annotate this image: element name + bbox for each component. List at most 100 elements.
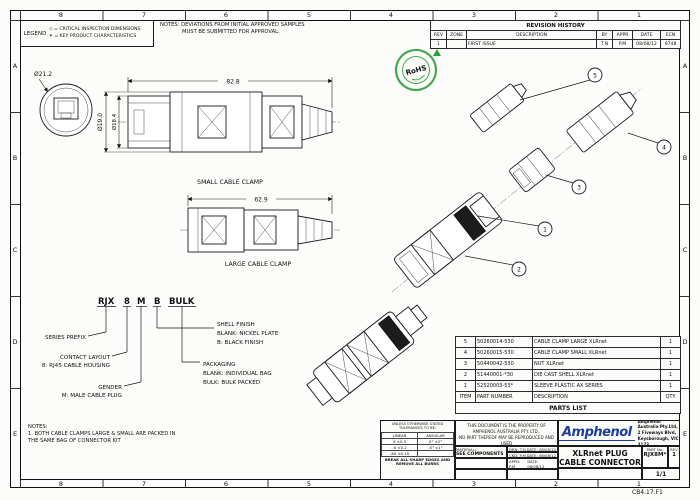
dim-large-length: 62.9 <box>254 197 268 204</box>
notes-line2: THE SAME BAG OF CONNECTOR KIT <box>28 437 121 444</box>
parts-list-title: PARTS LIST <box>455 402 681 414</box>
finish-cell: FINISH: SEE COMPONENTS <box>455 458 507 469</box>
zone-ticks-right <box>680 20 690 480</box>
contact-layout-label: CONTACT LAYOUT <box>60 355 111 361</box>
svg-text:4: 4 <box>662 145 666 152</box>
part-code-seg5: BULK <box>169 297 195 307</box>
critical-dim-symbol: ◇ <box>49 26 53 32</box>
zone-label: 2 <box>553 11 559 19</box>
dim-dia-inner: Ø18.4 <box>111 113 118 130</box>
packaging-label: PACKAGING <box>203 362 235 368</box>
key-char-text: = KEY PRODUCT CHARACTERISTICS <box>54 33 137 39</box>
zone-label: 1 <box>636 11 642 19</box>
company-block: Amphenol Amphenol Australia Pty.Ltd, 2 F… <box>558 420 680 446</box>
contact-layout-desc: 8: RJ45 CABLE HOUSING <box>42 363 110 369</box>
part-code-seg3: M <box>137 297 145 307</box>
zone-label: 7 <box>141 11 147 19</box>
balloon-1: 1 <box>477 215 553 237</box>
zone-ticks-top <box>20 10 680 20</box>
zone-label: 1 <box>636 480 642 488</box>
large-clamp-view: 62.9 LARGE CABLE CLAMP <box>180 195 340 268</box>
property-notice: THIS DOCUMENT IS THE PROPERTY OF AMPHENO… <box>455 420 558 446</box>
zone-label: E <box>682 430 688 438</box>
small-clamp-label: SMALL CABLE CLAMP <box>197 179 263 186</box>
zone-label: 3 <box>471 11 477 19</box>
legend-title: LEGEND <box>23 30 47 37</box>
part-code-seg2: 8 <box>124 297 130 307</box>
balloon-2: 2 <box>464 255 527 277</box>
svg-text:2: 2 <box>517 267 521 274</box>
drawing-title-line2: CABLE CONNECTOR <box>559 458 641 467</box>
svg-text:1: 1 <box>543 227 547 234</box>
sheet-cell: 1/1 <box>642 468 680 480</box>
assembled-view <box>306 304 428 406</box>
part-code-diagram: RJX 8 M B BULK SERIES PREFIX CONTACT LAY… <box>42 297 279 399</box>
gender-label: GENDER <box>98 385 122 391</box>
scale-cell: SCALE: 1:1 <box>455 469 507 480</box>
tolerance-footer: BREAK ALL SHARP EDGES AND REMOVE ALL BUR… <box>384 456 451 467</box>
small-clamp-view: 82.8 Ø19.0 Ø18.4 SMALL CABLE CLAMP <box>97 77 340 186</box>
cable-clamp-part-b <box>566 91 637 153</box>
zone-label: 4 <box>388 480 394 488</box>
zone-label: 4 <box>388 11 394 19</box>
packaging-desc2: BULK: BULK PACKED <box>203 380 260 386</box>
zone-label: A <box>682 62 688 70</box>
exploded-view: 5 4 3 1 2 <box>391 67 672 293</box>
balloon-5: 5 <box>519 67 603 101</box>
front-view: Ø21.2 <box>34 71 93 137</box>
inner-border <box>20 20 680 480</box>
drawing-title: XLRnet PLUG CABLE CONNECTOR <box>558 446 642 468</box>
svg-text:5: 5 <box>593 73 597 80</box>
top-notes-line2: MUST BE SUBMITTED FOR APPROVAL. <box>182 28 280 35</box>
revision-row: 1 FIRST ISSUE T.N P.M 08/08/12 9748 <box>430 39 682 49</box>
amphenol-logo: Amphenol <box>559 425 635 441</box>
zone-label: B <box>682 154 688 162</box>
legend-item-key: ✶ = KEY PRODUCT CHARACTERISTICS <box>49 34 153 41</box>
notes-line1: 1. BOTH CABLE CLAMPS LARGE & SMALL ARE P… <box>28 430 176 437</box>
zone-label: 6 <box>223 480 229 488</box>
cable-clamp-part-a <box>470 83 527 133</box>
zone-label: 7 <box>141 480 147 488</box>
series-prefix-label: SERIES PREFIX <box>45 335 86 341</box>
zone-label: D <box>12 338 18 346</box>
zone-label: D <box>682 338 688 346</box>
balloon-4: 4 <box>627 132 672 155</box>
zone-ticks-bottom <box>20 480 680 488</box>
zone-label: 5 <box>306 11 312 19</box>
shell-finish-desc1: BLANK: NICKEL PLATE <box>217 331 279 337</box>
zone-label: 6 <box>223 11 229 19</box>
gender-desc: M: MALE CABLE PLUG <box>62 393 122 399</box>
packaging-desc1: BLANK: INDIVIDUAL BAG <box>203 371 272 377</box>
shell-finish-desc2: B: BLACK FINISH <box>217 340 263 346</box>
large-clamp-label: LARGE CABLE CLAMP <box>225 261 291 268</box>
tolerance-box: UNLESS OTHERWISE STATED TOLERANCES TO BE… <box>380 420 455 480</box>
notes-block: NOTES: 1. BOTH CABLE CLAMPS LARGE & SMAL… <box>28 424 208 444</box>
rev-marker-triangle <box>433 49 441 56</box>
part-code-seg4: B <box>154 297 160 307</box>
zone-ticks-left <box>10 20 20 480</box>
drawing-title-line1: XLRnet PLUG <box>572 449 628 458</box>
zone-label: B <box>12 154 18 162</box>
top-notes: NOTES: DEVIATIONS FROM INITIAL APPROVED … <box>160 22 345 36</box>
parts-header-row: ITEM PART NUMBER DESCRIPTION QTY <box>455 391 681 403</box>
key-char-symbol: ✶ <box>49 33 53 39</box>
drawing-number-cell: DRAWING No. 55010849-000-1 <box>558 468 642 480</box>
top-notes-line1: NOTES: DEVIATIONS FROM INITIAL APPROVED … <box>160 22 305 28</box>
dim-dia-outer: Ø19.0 <box>97 113 104 131</box>
zone-label: 2 <box>553 480 559 488</box>
zone-label: 3 <box>471 480 477 488</box>
size-cell: SIZE: A4 <box>507 469 558 480</box>
part-code-seg1: RJX <box>98 297 115 307</box>
zone-label: 5 <box>306 480 312 488</box>
corner-ref: CB4.17.F1 <box>632 489 663 496</box>
dim-small-length: 82.8 <box>226 79 240 86</box>
tolerance-header: UNLESS OTHERWISE STATED TOLERANCES TO BE… <box>391 422 444 431</box>
